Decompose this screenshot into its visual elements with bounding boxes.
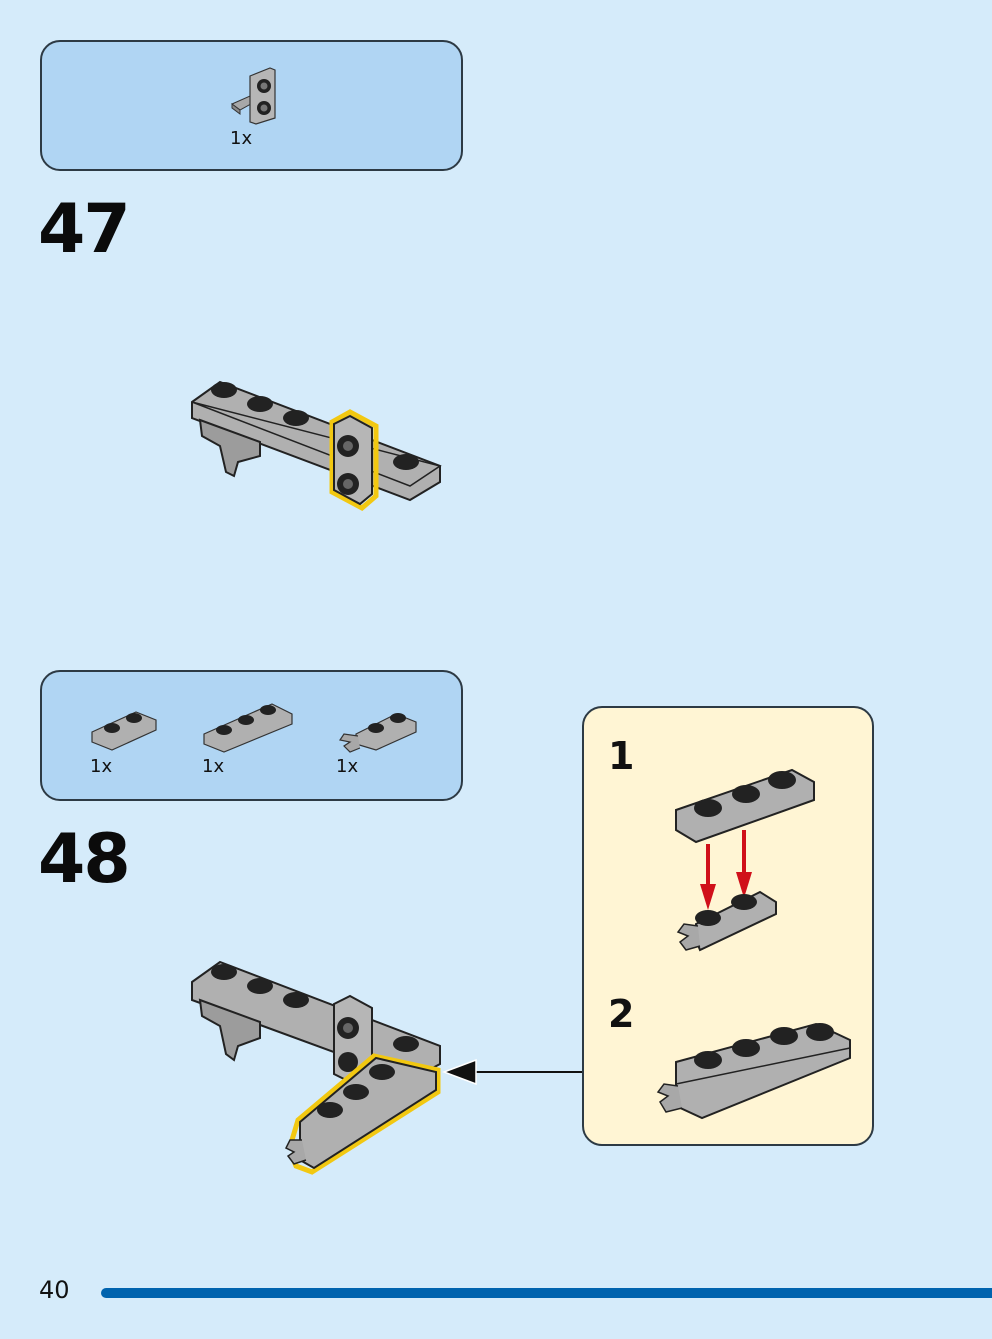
down-arrows bbox=[700, 830, 752, 910]
new-plates-highlight bbox=[284, 1053, 441, 1175]
substep-number: 2 bbox=[608, 992, 635, 1036]
new-bracket-highlight bbox=[329, 409, 379, 512]
page-footer-bar bbox=[101, 1288, 992, 1298]
stud bbox=[211, 382, 237, 398]
parts-list-step-48: 1x 1x 1x bbox=[40, 670, 463, 801]
part-quantity: 1x bbox=[90, 756, 113, 777]
stud bbox=[247, 396, 273, 412]
stud bbox=[283, 410, 309, 426]
plate-1x2-clip-icon bbox=[339, 713, 417, 753]
page-number: 40 bbox=[39, 1276, 70, 1304]
assembly-illustration-step-48 bbox=[191, 960, 441, 1175]
substep-number: 1 bbox=[608, 734, 635, 778]
step-number: 47 bbox=[38, 190, 131, 269]
parts-list-step-47: 1x bbox=[40, 40, 463, 171]
plate-1x3-icon bbox=[203, 703, 293, 753]
part-quantity: 1x bbox=[202, 756, 225, 777]
substep-2-illustration bbox=[656, 1022, 851, 1120]
assembly-illustration-step-47 bbox=[191, 380, 442, 512]
substep-1-illustration bbox=[675, 768, 815, 952]
stud bbox=[393, 454, 419, 470]
part-quantity: 1x bbox=[336, 756, 359, 777]
sub-assembly-callout: 1 2 bbox=[582, 706, 874, 1146]
callout-arrow-icon bbox=[441, 1058, 584, 1086]
bracket-part-icon bbox=[231, 67, 276, 125]
step-number: 48 bbox=[38, 820, 131, 899]
plate-1x2-icon bbox=[91, 711, 157, 751]
part-quantity: 1x bbox=[230, 128, 253, 149]
